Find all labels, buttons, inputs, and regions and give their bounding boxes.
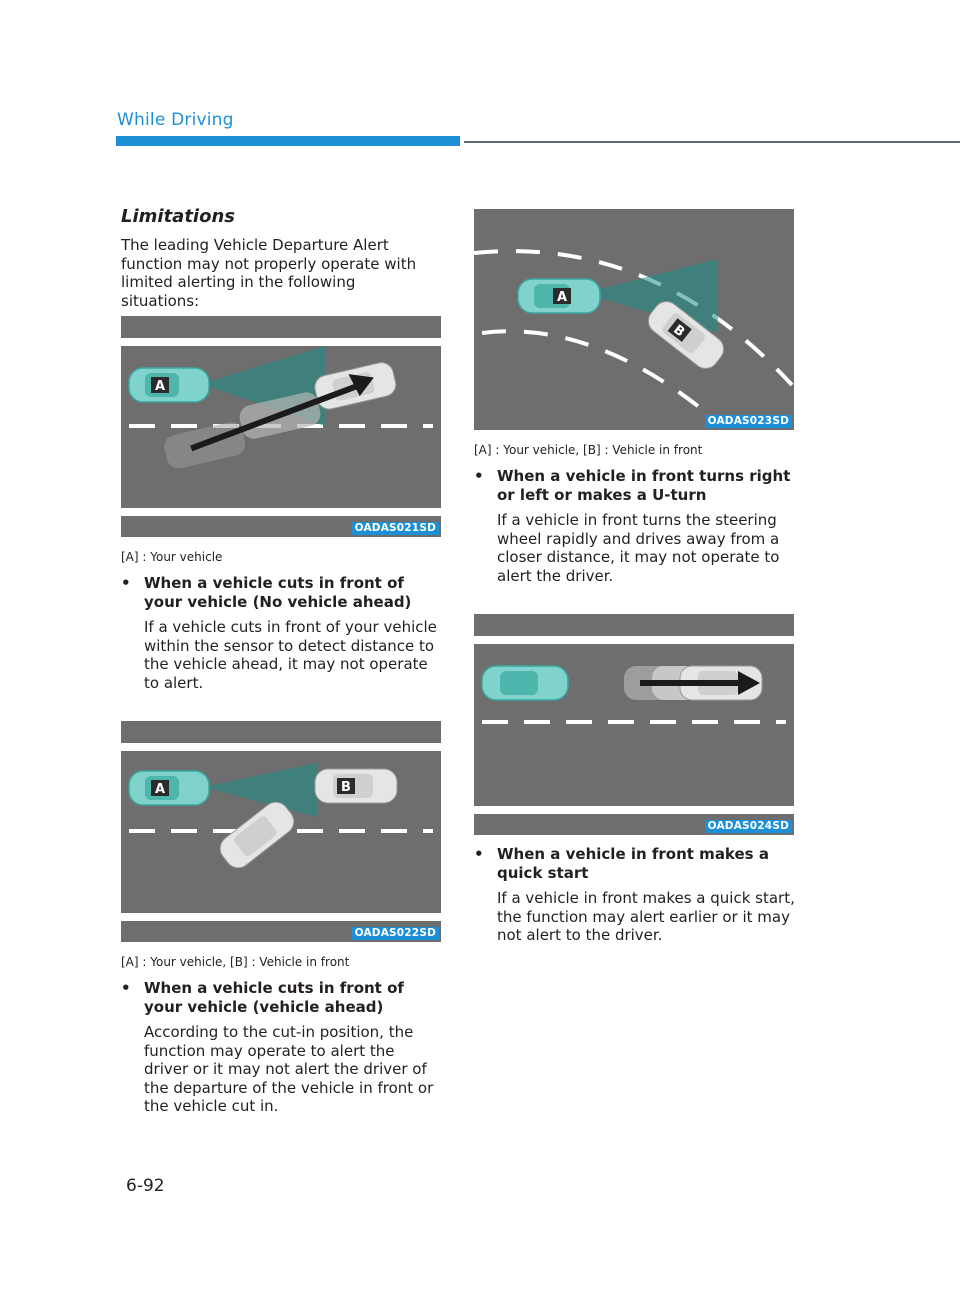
header-accent-bar xyxy=(116,136,460,146)
bullet-marker: • xyxy=(121,979,131,997)
bullet-title: When a vehicle in front turns right or l… xyxy=(497,467,791,504)
own-vehicle-a: A xyxy=(128,367,210,403)
bullet-front-vehicle-quick-start: • When a vehicle in front makes a quick … xyxy=(474,845,796,945)
bullet-title: When a vehicle cuts in front of your veh… xyxy=(144,574,412,611)
limitations-intro: The leading Vehicle Departure Alert func… xyxy=(121,236,417,310)
figure-cut-in-vehicle-ahead: A B OADAS022SD xyxy=(121,721,441,942)
header-rule xyxy=(464,141,960,143)
vehicle-label-b: B xyxy=(341,780,351,795)
figure-code: OADAS021SD xyxy=(351,522,439,535)
bullet-body: If a vehicle cuts in front of your vehic… xyxy=(144,618,437,692)
bullet-front-vehicle-turns: • When a vehicle in front turns right or… xyxy=(474,467,796,585)
figure-code: OADAS022SD xyxy=(351,927,439,940)
figure-caption: [A] : Your vehicle, [B] : Vehicle in fro… xyxy=(474,443,703,457)
bullet-marker: • xyxy=(121,574,131,592)
figure-front-vehicle-quick-start: OADAS024SD xyxy=(474,614,794,835)
page-number: 6-92 xyxy=(126,1176,165,1196)
own-vehicle xyxy=(481,665,569,701)
front-vehicle-b: B xyxy=(314,768,398,804)
bullet-cut-in-vehicle-ahead: • When a vehicle cuts in front of your v… xyxy=(121,979,443,1116)
bullet-title: When a vehicle cuts in front of your veh… xyxy=(144,979,404,1016)
figure-cut-in-no-vehicle-ahead: A OADAS021SD xyxy=(121,316,441,537)
front-vehicle-b: B xyxy=(647,301,725,369)
bullet-body: According to the cut-in position, the fu… xyxy=(144,1023,434,1115)
bullet-cut-in-no-vehicle-ahead: • When a vehicle cuts in front of your v… xyxy=(121,574,443,692)
bullet-title: When a vehicle in front makes a quick st… xyxy=(497,845,769,882)
figure-code: OADAS024SD xyxy=(704,820,792,833)
figure-code: OADAS023SD xyxy=(704,415,792,428)
own-vehicle-a: A xyxy=(517,278,601,314)
figure-front-vehicle-turns: A B OADAS023SD xyxy=(474,209,794,430)
vehicle-label-a: A xyxy=(557,290,567,305)
figure-caption: [A] : Your vehicle, [B] : Vehicle in fro… xyxy=(121,955,350,969)
section-title: While Driving xyxy=(117,110,234,130)
bullet-marker: • xyxy=(474,845,484,863)
figure-caption: [A] : Your vehicle xyxy=(121,550,223,564)
vehicle-label-a: A xyxy=(155,379,165,394)
bullet-body: If a vehicle in front makes a quick star… xyxy=(497,889,795,944)
limitations-heading: Limitations xyxy=(121,206,235,227)
bullet-marker: • xyxy=(474,467,484,485)
bullet-body: If a vehicle in front turns the steering… xyxy=(497,511,780,585)
vehicle-label-a: A xyxy=(155,782,165,797)
own-vehicle-a: A xyxy=(128,770,210,806)
